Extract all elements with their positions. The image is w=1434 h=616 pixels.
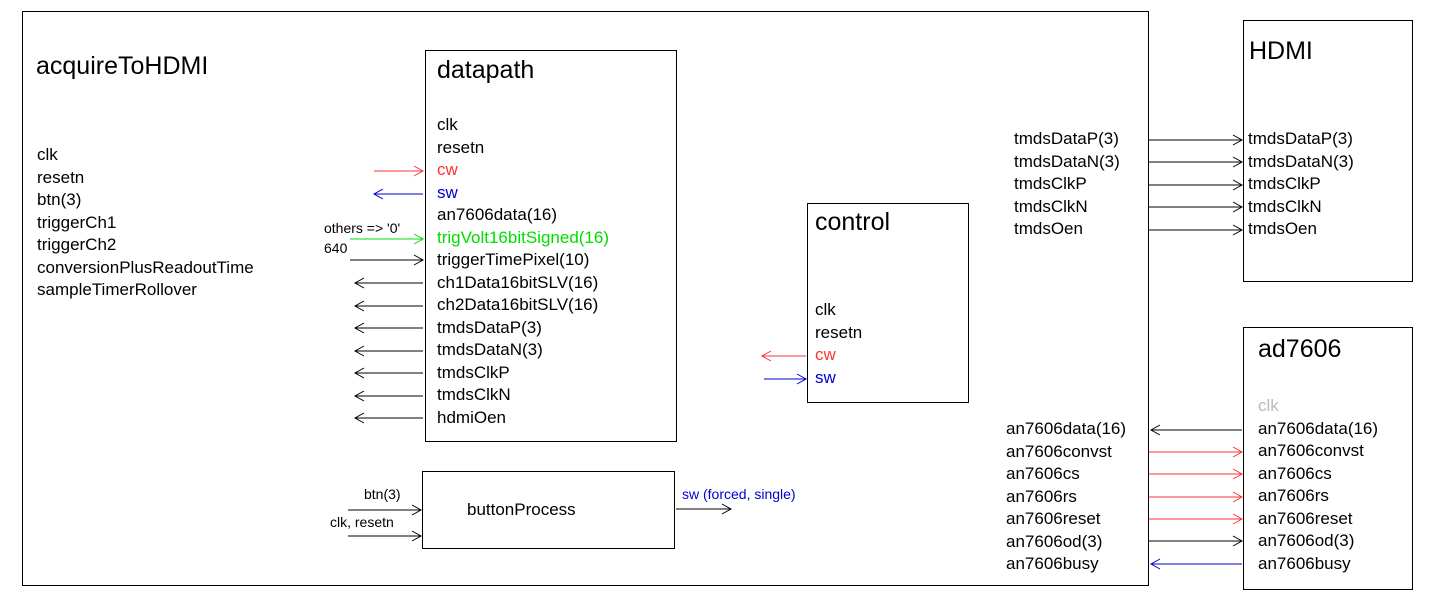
hdmi-port-list: tmdsDataP(3) tmdsDataN(3) tmdsClkP tmdsC… [1248, 128, 1354, 241]
others-zero-note: others => '0' [324, 220, 401, 236]
hdmi-box [1243, 20, 1413, 282]
datapath-port-resetn: resetn [437, 137, 485, 157]
ad7606-outer-signal: an7606reset [1006, 509, 1101, 528]
hdmi-port: tmdsDataN(3) [1248, 151, 1354, 171]
acquire-port: btn(3) [37, 190, 82, 209]
datapath-port-trigvolt: trigVolt16bitSigned(16) [437, 227, 610, 247]
control-title: control [815, 208, 891, 236]
control-sw-arrow [764, 373, 808, 385]
hdmi-title: HDMI [1249, 37, 1313, 65]
ad7606-port: an7606rs [1258, 486, 1329, 505]
button-process-box [422, 471, 675, 549]
hdmi-port: tmdsDataP(3) [1248, 129, 1353, 148]
ad7606-red-arrows [1149, 446, 1244, 525]
datapath-trigvolt-arrow [350, 233, 425, 245]
datapath-title: datapath [437, 56, 535, 84]
ad7606-outer-signal: an7606rs [1006, 486, 1077, 506]
hdmi-outer-signal-list: tmdsDataP(3) tmdsDataN(3) tmdsClkP tmdsC… [1014, 128, 1120, 241]
ad7606-outer-signal: an7606convst [1006, 441, 1112, 461]
acquire-port: clk [37, 145, 58, 164]
button-in-clk-label: clk, resetn [330, 514, 394, 530]
datapath-port-ch1data: ch1Data16bitSLV(16) [437, 272, 599, 292]
datapath-port-clk: clk [437, 115, 458, 134]
ad7606-outer-signal: an7606busy [1006, 554, 1099, 573]
acquire-port: resetn [37, 167, 85, 187]
datapath-port-cw: cw [437, 160, 458, 179]
datapath-box [425, 50, 677, 442]
ad7606-port: an7606reset [1258, 508, 1353, 528]
ad7606-box [1243, 327, 1413, 590]
datapath-port-tmdsclkp: tmdsClkP [437, 362, 510, 382]
control-port-list: clk resetn cw sw [815, 299, 862, 389]
ad7606-outer-signal-list: an7606data(16) an7606convst an7606cs an7… [1006, 418, 1126, 576]
ad7606-busy-arrow [1149, 558, 1242, 570]
acquire-port: sampleTimerRollover [37, 280, 197, 299]
control-cw-arrow [760, 350, 806, 362]
datapath-port-sw: sw [437, 182, 458, 202]
hdmi-port: tmdsOen [1248, 219, 1317, 238]
button-in-btn-label: btn(3) [364, 486, 401, 502]
hdmi-outer-signal: tmdsClkN [1014, 196, 1088, 216]
ad7606-od-arrow [1149, 535, 1244, 547]
datapath-cw-arrow [374, 165, 425, 177]
ad7606-outer-signal: an7606data(16) [1006, 419, 1127, 438]
ad7606-data-arrow [1149, 424, 1242, 436]
ad7606-port: an7606od(3) [1258, 531, 1355, 550]
hdmi-outer-signal: tmdsClkP [1014, 174, 1087, 193]
datapath-port-tmdsdatap: tmdsDataP(3) [437, 317, 542, 337]
button-input-arrows [348, 504, 423, 542]
ad7606-port-clk: clk [1258, 396, 1279, 415]
hdmi-port: tmdsClkN [1248, 196, 1322, 216]
datapath-port-list: clk resetn cw sw an7606data(16) trigVolt… [437, 114, 609, 429]
datapath-triggertime-arrow [350, 254, 425, 266]
acquire-port-list: clk resetn btn(3) triggerCh1 triggerCh2 … [37, 144, 254, 302]
value-640-note: 640 [324, 240, 348, 256]
hdmi-port: tmdsClkP [1248, 174, 1321, 193]
control-box [807, 203, 969, 403]
datapath-output-arrows [353, 277, 423, 424]
ad7606-outer-signal: an7606cs [1006, 464, 1080, 483]
ad7606-port: an7606data(16) [1258, 418, 1379, 438]
control-port-cw: cw [815, 345, 836, 364]
ad7606-port: an7606cs [1258, 463, 1332, 483]
ad7606-title: ad7606 [1258, 335, 1342, 363]
acquire-to-hdmi-box [22, 11, 1149, 586]
acquire-port: conversionPlusReadoutTime [37, 257, 254, 277]
control-port-sw: sw [815, 367, 836, 387]
control-port-resetn: resetn [815, 322, 863, 342]
datapath-sw-arrow [372, 188, 423, 200]
datapath-port-triggertimepixel: triggerTimePixel(10) [437, 250, 590, 269]
ad7606-outer-signal: an7606od(3) [1006, 531, 1103, 551]
datapath-port-hdmioen: hdmiOen [437, 407, 506, 427]
acquire-port: triggerCh2 [37, 235, 117, 254]
datapath-port-tmdsclkn: tmdsClkN [437, 385, 511, 404]
datapath-port-ch2data: ch2Data16bitSLV(16) [437, 295, 599, 314]
acquire-port: triggerCh1 [37, 212, 117, 232]
ad7606-port-list: clk an7606data(16) an7606convst an7606cs… [1258, 395, 1378, 575]
datapath-port-tmdsdatan: tmdsDataN(3) [437, 340, 543, 359]
button-out-sw-label: sw (forced, single) [682, 486, 796, 502]
hdmi-arrows [1149, 134, 1244, 236]
datapath-port-an7606data: an7606data(16) [437, 205, 558, 224]
ad7606-port: an7606convst [1258, 441, 1364, 460]
button-process-title: buttonProcess [467, 500, 576, 519]
button-output-arrow [676, 503, 733, 515]
acquire-title: acquireToHDMI [36, 52, 209, 80]
ad7606-port: an7606busy [1258, 553, 1351, 573]
control-port-clk: clk [815, 300, 836, 319]
hdmi-outer-signal: tmdsDataN(3) [1014, 151, 1120, 171]
hdmi-outer-signal: tmdsOen [1014, 219, 1083, 238]
hdmi-outer-signal: tmdsDataP(3) [1014, 129, 1119, 148]
